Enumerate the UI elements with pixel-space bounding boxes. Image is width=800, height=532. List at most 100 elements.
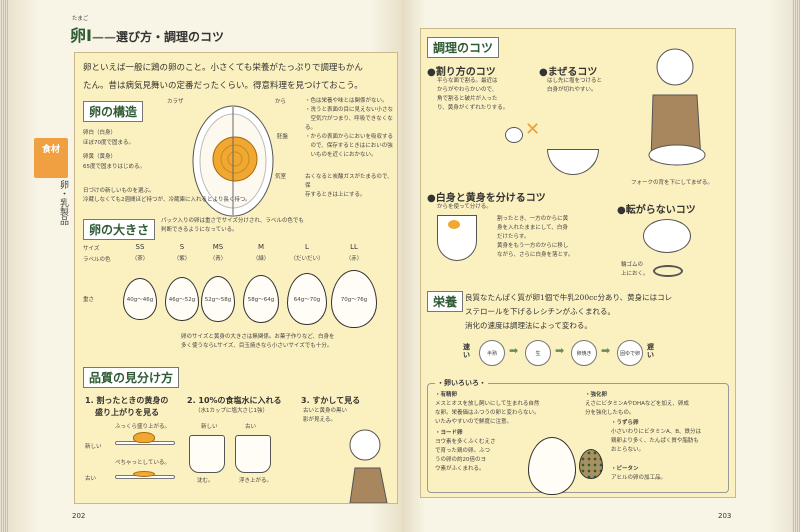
heading-sub: 選び方・調理のコツ: [115, 30, 224, 44]
fresh-label: 新しい: [85, 444, 102, 450]
fresh-yolk-note: ふっくら盛り上がる。: [115, 424, 171, 430]
text-line: はし先に塩をつけると: [547, 78, 603, 84]
digestion-step: 半熟: [479, 340, 505, 366]
text-line: 1. 割ったときの黄身の: [85, 396, 169, 405]
right-page: 調理のコツ ●割り方のコツ 平らな面で割る。最近はからがやわらかいので、角で割る…: [402, 0, 792, 532]
quail-egg-illustration: [579, 449, 603, 479]
variety-item: ・うずら卵小さいわりにビタミンA、B、鉄分は鶏卵より多く、たんぱく質や脂肪もおと…: [611, 419, 727, 455]
note-line: いものを近くにおかない。: [305, 152, 377, 158]
side-tab-category[interactable]: 食材: [34, 138, 68, 178]
crack-text: 平らな面で割る。最近はからがやわらかいので、角で割ると破片が入ったり、黄身がくず…: [437, 77, 508, 113]
bowl-illustration: [547, 149, 599, 175]
size-footer: 卵のサイズと黄身の大きさは無関係。お菓子作りなど、白身を多く使うならLサイズ、目…: [181, 333, 335, 351]
note-line: パック入りの卵は重さでサイズ分けされ、ラベルの色でも: [161, 218, 304, 224]
label-color: （だいだい）: [290, 256, 324, 262]
sink-label: 沈む。: [197, 478, 214, 484]
label-color: （紫）: [173, 256, 191, 262]
book-edge-left: [0, 0, 8, 532]
text-line: 白身が切れやすい。: [547, 87, 597, 93]
note-line: ・色は栄養や味とは関係がない。: [305, 98, 388, 104]
heading-ruby: たまご: [72, 16, 89, 22]
egg-size-M: 58g～64g: [243, 275, 279, 323]
variety-name: ・有精卵: [435, 392, 458, 398]
label-color: （茶）: [131, 256, 149, 262]
text-line: アヒルの卵の加工品。: [611, 475, 667, 481]
text-line: り、黄身がくずれたりする。: [437, 105, 509, 111]
egg-size-S: 46g～52g: [165, 277, 199, 321]
variety-item: ・強化卵えさにビタミンAやDHAなどを加え、卵成分を強化したもの。: [585, 391, 725, 418]
fast-label: 速い: [463, 343, 470, 359]
method-1-title: 1. 割ったときの黄身の盛り上がりを見る: [85, 395, 168, 419]
text-line: いたみやすいので鮮度に注意。: [435, 419, 513, 425]
note-line: 日づけの新しいものを選ぶ。: [83, 188, 155, 194]
wrong-x-icon: ✕: [525, 119, 541, 140]
text-line: 消化の速度は調理法によって変わる。: [465, 321, 592, 330]
variety-item: ・ヨード卵ヨウ素を多くふくむえさで育った鶏の卵。ふつうの卵の約20倍のヨウ素がふ…: [435, 429, 515, 474]
size-title: 卵の大きさ: [83, 219, 156, 240]
varieties-title: ・卵いろいろ・: [435, 378, 488, 388]
text-line: からがやわらかいので、: [437, 87, 498, 93]
variety-item: ・有精卵メスとオスを放し飼いにして生まれる自然な卵。栄養価はふつうの卵と変わらな…: [435, 391, 575, 427]
text-line: メスとオスを放し飼いにして生まれる自然: [435, 401, 540, 407]
digestion-step: 固ゆで卵: [617, 340, 643, 366]
text-line: 分を強化したもの。: [585, 410, 635, 416]
air-note: 古くなると炭酸ガスがたまるので、保存するときは上にする。: [305, 173, 397, 200]
text-line: えさにビタミンAやDHAなどを加え、卵成: [585, 401, 689, 407]
old-yolk-illustration: [133, 471, 155, 477]
arrow-right-icon: ➡: [601, 344, 611, 357]
heading-dash: ——: [91, 30, 116, 44]
float-label: 浮き上がる。: [239, 478, 273, 484]
label-air-cell: 気室: [275, 174, 287, 180]
cup-floating-egg-illustration: [235, 435, 271, 473]
text-line: うの卵の約20倍のヨ: [435, 457, 486, 463]
text-line: だけたらす。: [497, 234, 530, 240]
crack-title: ●割り方のコツ: [427, 67, 496, 78]
note-line: ・からの表面からにおいを吸収する: [305, 134, 394, 140]
text-line: で育った鶏の卵。ふつ: [435, 448, 491, 454]
label-shell: から: [275, 99, 287, 105]
digestion-step: 卵焼き: [571, 340, 597, 366]
side-tab-section[interactable]: 卵・乳製品: [58, 180, 68, 225]
roll-text: 輪ゴムの上におく。: [621, 261, 649, 279]
separating-egg-illustration: [437, 215, 477, 261]
row-label-size: サイズ: [83, 246, 100, 252]
egg-size-MS: 52g～58g: [201, 276, 235, 322]
text-line: 身を入れたままにして、白身: [497, 225, 568, 231]
text-line: 鶏卵より多く、たんぱく質や脂肪も: [611, 438, 699, 444]
freshness-note: 日づけの新しいものを選ぶ。冷蔵しなくても2週間ほど持つが、冷蔵庫に入れるとより長…: [83, 187, 251, 205]
row-label-weight: 重さ: [83, 297, 95, 303]
label-color: （赤）: [345, 256, 363, 262]
page-heading: 卵Ⅰ——選び方・調理のコツ: [70, 22, 224, 46]
egg-size-LL: 70g～76g: [331, 270, 377, 328]
text-line: 角で割ると破片が入った: [437, 96, 498, 102]
structure-title: 卵の構造: [83, 101, 144, 122]
size-code: M: [257, 243, 265, 251]
old-label: 古い: [85, 476, 97, 482]
text-line: 小さいわりにビタミンA、B、鉄分は: [611, 429, 702, 435]
label-germ: 胚盤: [277, 134, 289, 140]
text-line: 黄身をもう一方のからに移し: [497, 243, 569, 249]
note-line: 空気穴がつまり、呼吸できなくなる。: [305, 116, 393, 131]
left-page: 食材 卵・乳製品 たまご 卵Ⅰ——選び方・調理のコツ 卵といえば一般に鶏の卵のこ…: [8, 0, 402, 532]
size-code: L: [305, 243, 309, 251]
text-line: ながら、さらに白身を落とす。: [497, 252, 574, 258]
note-line: 多く使うならLサイズ、目玉焼きなら小さいサイズでも十分。: [181, 343, 333, 349]
old-yolk-note: ぺちゃっとしている。: [115, 460, 170, 466]
note-line: 古くなると炭酸ガスがたまるので、保: [305, 174, 393, 189]
text-line: 平らな面で割る。最近は: [437, 78, 498, 84]
label-chalaza: カラザ: [167, 99, 184, 105]
egg-on-corner-illustration: [505, 127, 523, 143]
text-line: おとらない。: [611, 447, 645, 453]
left-panel: 卵といえば一般に鶏の卵のこと。小さくても栄養がたっぷりで調理もかんたん。昔は病気…: [74, 52, 398, 504]
note-line: 古いと黄身の黒い: [303, 408, 348, 414]
text-line: 盛り上がりを見る: [95, 408, 159, 417]
cup-old-label: 古い: [245, 424, 257, 430]
mix-text: はし先に塩をつけると白身が切れやすい。: [547, 77, 602, 95]
note-line: 冷蔵しなくても2週間ほど持つが、冷蔵庫に入れるとより長く持つ。: [83, 197, 251, 203]
cooking-title: 調理のコツ: [427, 37, 500, 58]
nutrition-title: 栄養: [427, 291, 464, 312]
page-number: 203: [718, 512, 732, 520]
label-yolk: 卵黄（黄身）: [83, 154, 117, 160]
cup-sinking-egg-illustration: [189, 435, 225, 473]
arrow-right-icon: ➡: [509, 344, 519, 357]
